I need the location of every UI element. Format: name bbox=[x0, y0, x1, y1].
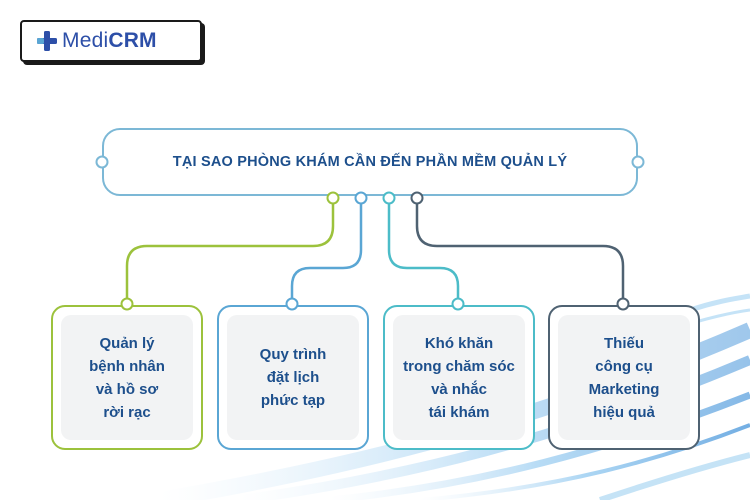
card-dot-teal bbox=[451, 297, 465, 311]
card-label: Khó khăn trong chăm sóc và nhắc tái khám bbox=[403, 334, 515, 421]
card-inner: Quản lý bệnh nhân và hồ sơ rời rạc bbox=[61, 315, 193, 440]
card-scheduling: Quy trình đặt lịch phức tạp bbox=[217, 305, 369, 450]
title-dot-dark bbox=[410, 191, 424, 205]
connector-dark bbox=[415, 198, 625, 303]
card-inner: Quy trình đặt lịch phức tạp bbox=[227, 315, 359, 440]
connector-blue bbox=[290, 198, 363, 303]
diagram-title: TẠI SAO PHÒNG KHÁM CẦN ĐẾN PHẦN MỀM QUẢN… bbox=[172, 154, 568, 170]
medicrm-logo: MediCRM bbox=[20, 20, 202, 62]
card-label: Thiếu công cụ Marketing hiệu quả bbox=[588, 334, 660, 421]
logo-wordmark: MediCRM bbox=[62, 29, 157, 53]
card-label: Quy trình đặt lịch phức tạp bbox=[259, 346, 327, 409]
title-right-dot bbox=[631, 155, 645, 169]
title-dot-green bbox=[326, 191, 340, 205]
card-inner: Thiếu công cụ Marketing hiệu quả bbox=[558, 315, 690, 440]
card-dot-green bbox=[120, 297, 134, 311]
medical-cross-icon bbox=[37, 31, 57, 51]
title-dot-teal bbox=[382, 191, 396, 205]
title-left-dot bbox=[95, 155, 109, 169]
connector-teal bbox=[387, 198, 460, 303]
diagram-title-box: TẠI SAO PHÒNG KHÁM CẦN ĐẾN PHẦN MỀM QUẢN… bbox=[102, 128, 638, 196]
card-patient-records: Quản lý bệnh nhân và hồ sơ rời rạc bbox=[51, 305, 203, 450]
card-care-reminders: Khó khăn trong chăm sóc và nhắc tái khám bbox=[383, 305, 535, 450]
card-dot-dark bbox=[616, 297, 630, 311]
card-inner: Khó khăn trong chăm sóc và nhắc tái khám bbox=[393, 315, 525, 440]
title-dot-blue bbox=[354, 191, 368, 205]
connector-green bbox=[125, 198, 335, 303]
logo-crm: CRM bbox=[108, 29, 157, 52]
card-dot-blue bbox=[285, 297, 299, 311]
card-label: Quản lý bệnh nhân và hồ sơ rời rạc bbox=[89, 334, 165, 421]
logo-medi: Medi bbox=[62, 29, 109, 52]
